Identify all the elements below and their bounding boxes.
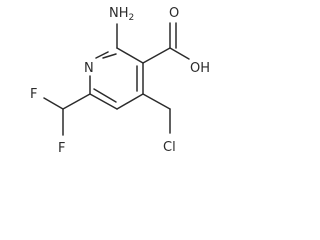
- ring-nitrogen-label: N: [84, 61, 94, 76]
- bond-c5-c6: [89, 93, 118, 110]
- bond-n-c2: [95, 51, 109, 59]
- difluoromethyl-group: [43, 93, 91, 136]
- amine-main-text: NH: [109, 6, 129, 21]
- pyridine-ring: [89, 47, 144, 110]
- amine-label: NH2: [109, 6, 134, 23]
- bond-c5-c6-inner: [93, 88, 117, 103]
- bond-c4-ch2: [142, 93, 171, 110]
- bond-c6-cf2: [62, 93, 91, 110]
- carbonyl-oxygen-label: O: [169, 6, 179, 21]
- amine-subscript: 2: [129, 13, 135, 23]
- bond-carboxyl-c-oh: [169, 47, 190, 60]
- bond-n-c2-inner: [102, 53, 117, 59]
- bond-c3-carboxyl: [142, 47, 171, 64]
- bond-c2-c3: [116, 47, 144, 64]
- hydroxyl-label: OH: [190, 61, 210, 76]
- chemical-structure: NH2 N O OH F F Cl: [30, 6, 210, 156]
- carboxyl-group: [142, 22, 190, 64]
- fluorine-lower-label: F: [58, 141, 65, 156]
- chlorine-label: Cl: [163, 140, 176, 155]
- bond-cf2-f-upper: [43, 97, 64, 110]
- bond-c4-c5: [116, 93, 144, 110]
- fluorine-upper-label: F: [30, 87, 37, 102]
- chloromethyl-group: [142, 93, 171, 134]
